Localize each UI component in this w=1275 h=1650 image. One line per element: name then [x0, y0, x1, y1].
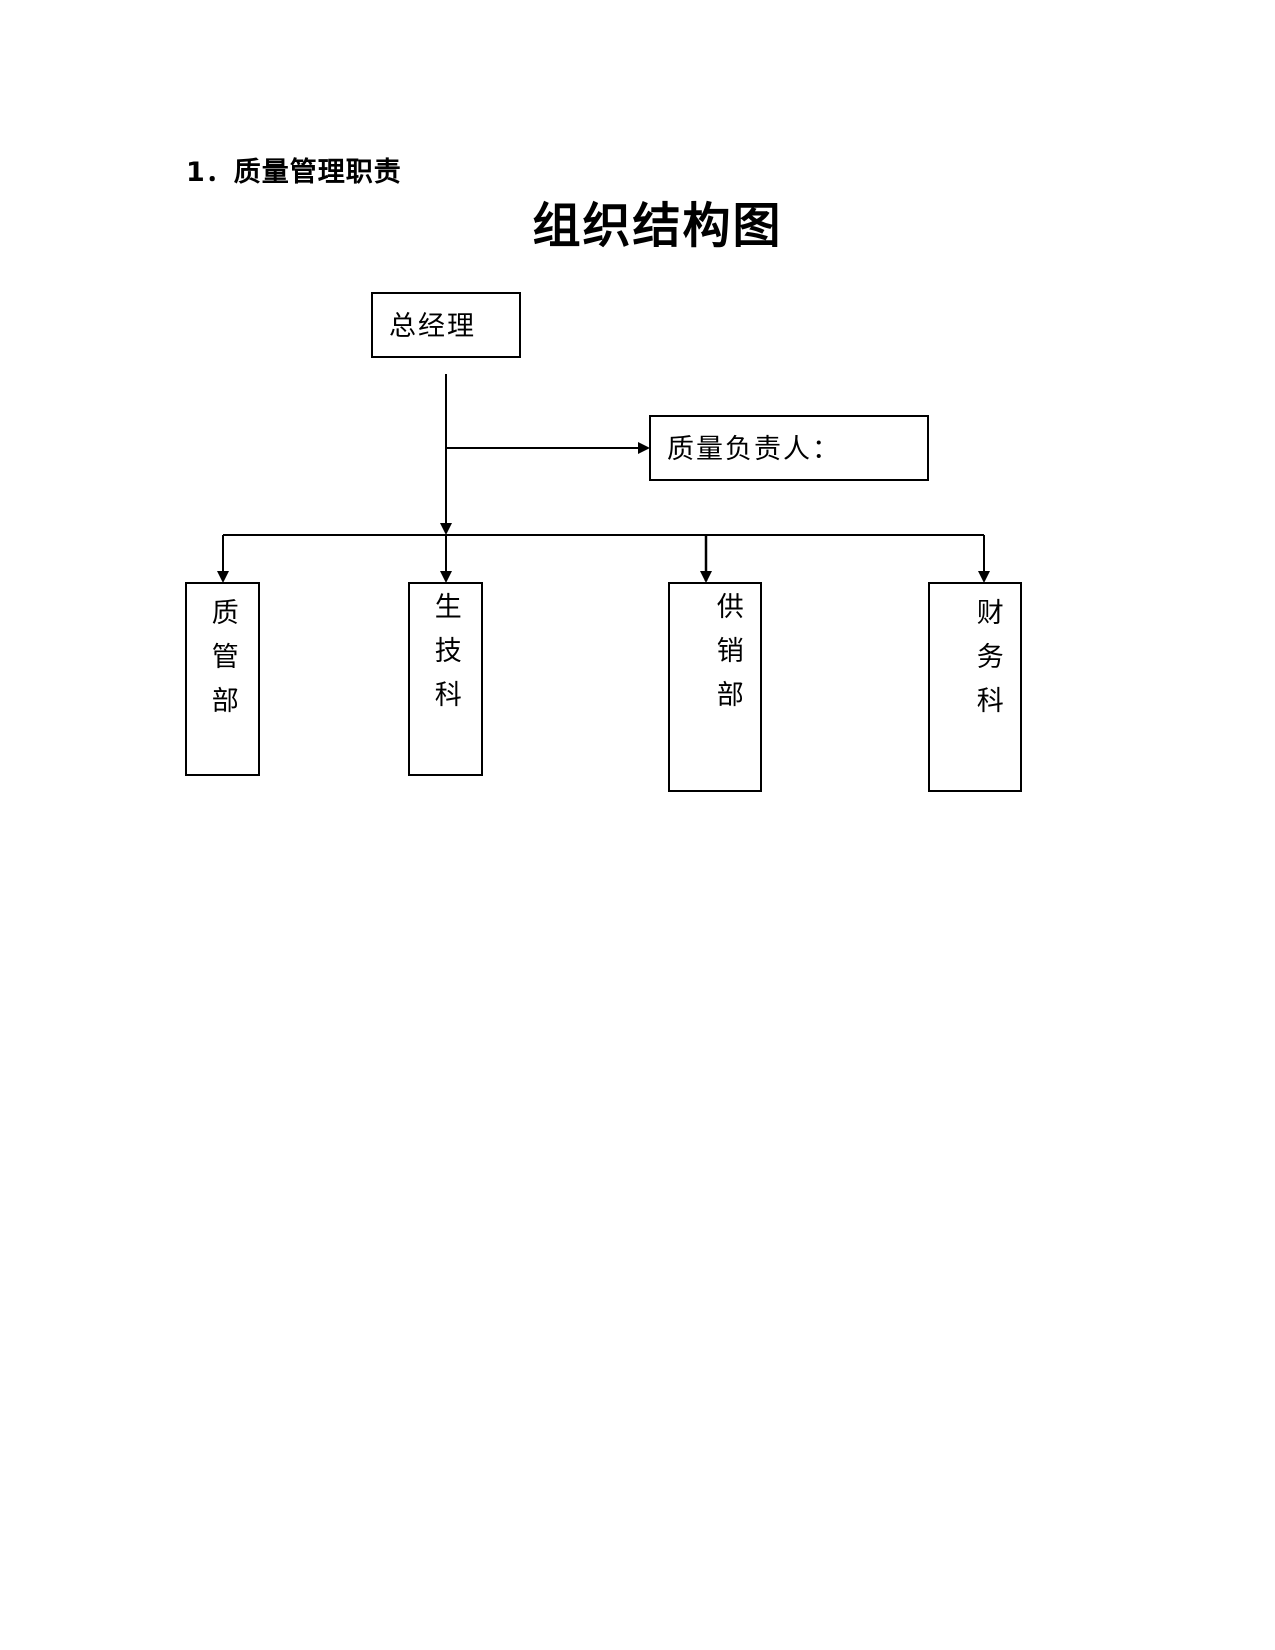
diagram-title: 组织结构图: [532, 198, 783, 254]
node-general-manager-label: 总经理: [389, 311, 476, 342]
node-finance-label: 财务科: [976, 598, 1004, 717]
node-quality-responsible: 质量负责人：: [649, 415, 929, 481]
node-finance: 财务科: [928, 582, 1022, 792]
section-number: 1．: [186, 157, 234, 188]
node-quality-dept-label: 质管部: [211, 598, 239, 717]
node-quality-dept: 质管部: [185, 582, 260, 776]
node-production-tech: 生技科: [408, 582, 483, 776]
node-quality-responsible-label: 质量负责人：: [667, 434, 841, 465]
section-heading: 1．质量管理职责: [186, 150, 402, 189]
node-supply-sales-label: 供销部: [716, 592, 744, 711]
node-general-manager: 总经理: [371, 292, 521, 358]
section-heading-text: 质量管理职责: [233, 157, 402, 188]
node-supply-sales: 供销部: [668, 582, 762, 792]
node-production-tech-label: 生技科: [434, 592, 462, 711]
